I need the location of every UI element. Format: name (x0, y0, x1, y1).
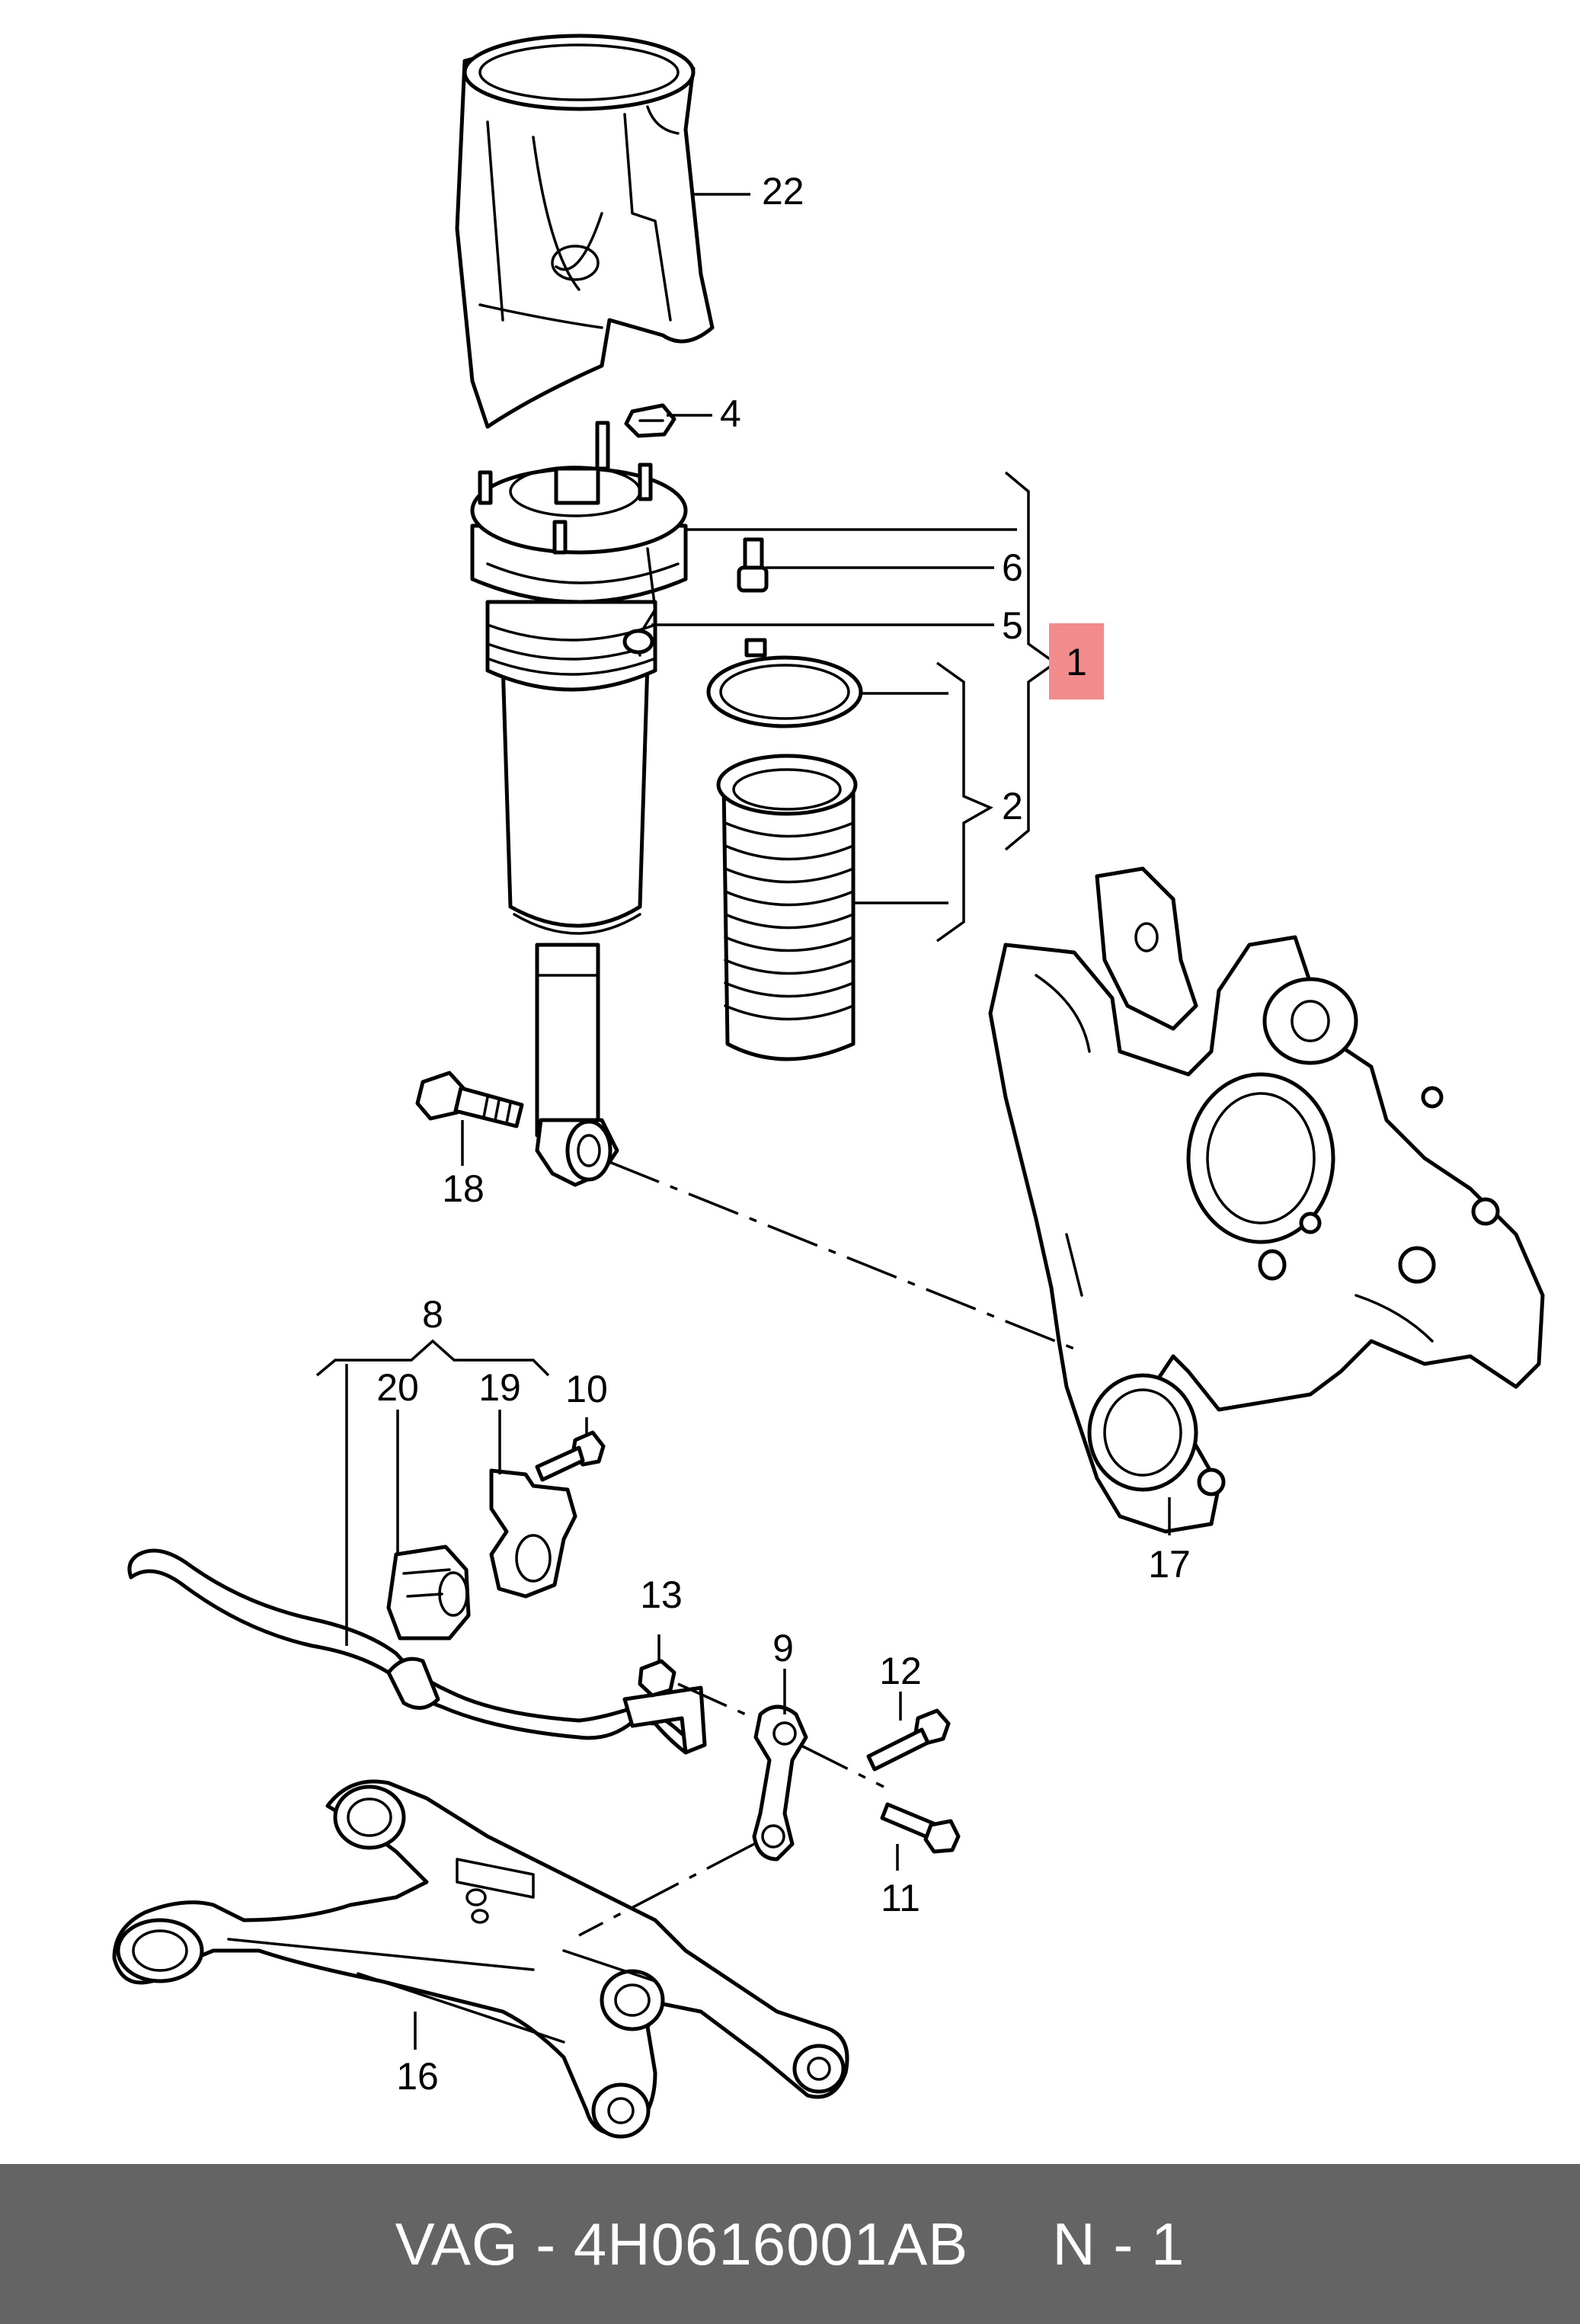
callout-5: 5 (1002, 604, 1023, 647)
callout-12: 12 (879, 1650, 922, 1692)
part-12-bolt (866, 1708, 951, 1772)
part-2-ring-and-sleeve (706, 638, 863, 1061)
callout-2: 2 (1002, 785, 1023, 827)
callout-9: 9 (772, 1627, 794, 1669)
part-16-control-arm (112, 1779, 849, 2139)
diagram-position-text: N - 1 (1052, 2210, 1185, 2278)
callout-6: 6 (1002, 546, 1023, 589)
part-number-text: VAG - 4H0616001AB (395, 2210, 969, 2278)
callout-8: 8 (422, 1293, 443, 1336)
part-20-bushing (386, 1545, 471, 1641)
callout-13: 13 (640, 1573, 683, 1616)
callout-11: 11 (881, 1877, 920, 1919)
part-13-nut (638, 1659, 676, 1698)
part-18-bolt (415, 1071, 524, 1128)
part-6-valve (737, 537, 769, 593)
part-4-nut (624, 403, 676, 438)
parts-exploded-diagram: 1 22 4 6 5 2 18 8 20 19 10 17 13 9 12 11… (112, 34, 1545, 2139)
callout-4: 4 (720, 392, 741, 435)
part-1-air-spring-strut (470, 421, 688, 1187)
callout-1: 1 (1066, 641, 1087, 683)
leader-lines (315, 193, 1171, 2050)
part-11-bolt (880, 1802, 961, 1854)
part-19-clamp (489, 1468, 577, 1599)
callout-20: 20 (376, 1366, 419, 1409)
footer-bar: VAG - 4H0616001AB N - 1 (0, 2164, 1580, 2324)
callout-18: 18 (442, 1167, 485, 1210)
part-22-protective-cap (455, 34, 715, 429)
anti-roll-bar (127, 1548, 707, 1755)
callout-22: 22 (762, 170, 804, 213)
part-9-coupling-rod (752, 1705, 808, 1861)
callout-17: 17 (1148, 1543, 1191, 1586)
callout-16: 16 (396, 2055, 439, 2098)
part-17-wheel-bearing-housing (988, 866, 1545, 1534)
callout-1-highlight (1049, 623, 1104, 699)
part-10-bolt (535, 1430, 606, 1482)
callout-19: 19 (478, 1366, 521, 1409)
callout-labels: 1 22 4 6 5 2 18 8 20 19 10 17 13 9 12 11… (376, 170, 1191, 2098)
callout-10: 10 (565, 1368, 608, 1410)
